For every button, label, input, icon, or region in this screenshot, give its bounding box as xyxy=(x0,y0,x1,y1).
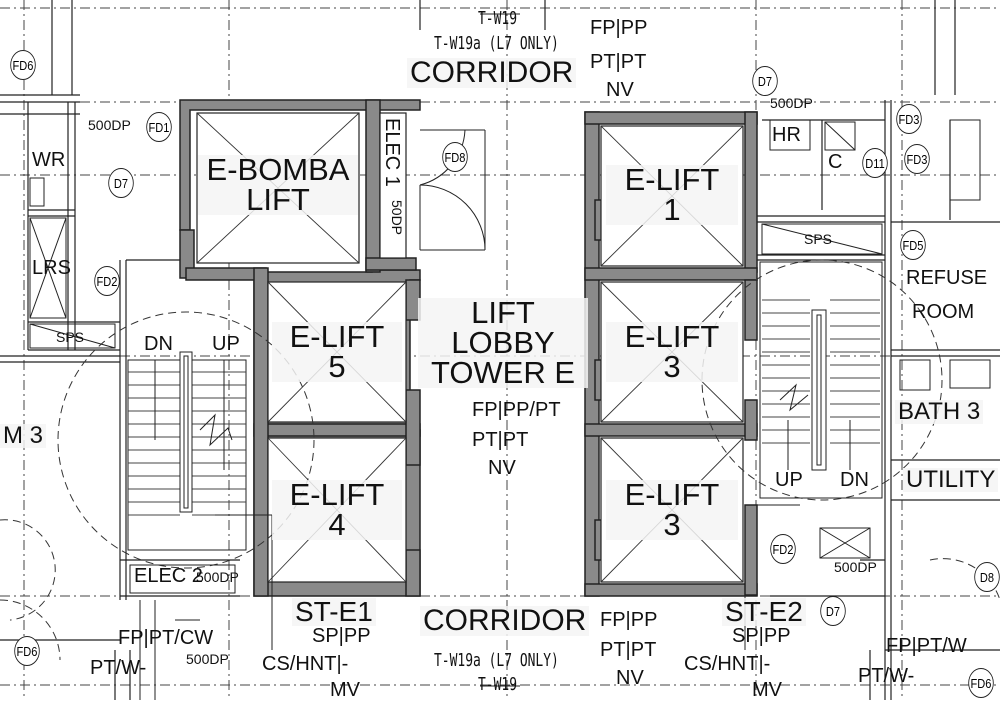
tag-d8: D8 xyxy=(974,562,1000,592)
lobby-line1: LIFT xyxy=(471,295,535,330)
e-lift-3a-line1: E-LIFT xyxy=(624,319,720,354)
refuse-room-label-1: REFUSE xyxy=(906,267,988,289)
sps-left-label: SPS xyxy=(56,329,85,345)
door-size-1: 500DP xyxy=(88,117,131,133)
e-lift-4-line1: E-LIFT xyxy=(289,477,385,512)
tag-fd3-b: FD3 xyxy=(904,144,930,174)
bomba-lift-line1: E-BOMBA xyxy=(206,152,350,187)
door-size-4: 500DP xyxy=(186,651,229,667)
st-e1-label: ST-E1 xyxy=(292,598,376,626)
st-e1-finish-3: MV xyxy=(330,679,360,701)
stair-left-up: UP xyxy=(212,333,240,355)
e-lift-5-line1: E-LIFT xyxy=(289,319,385,354)
lrs-label: LRS xyxy=(32,257,71,279)
st-e2-label: ST-E2 xyxy=(722,598,806,626)
tag-fd8: FD8 xyxy=(442,142,468,172)
stair-right-dn: DN xyxy=(840,469,869,491)
elec-2-size: 500DP xyxy=(196,569,239,585)
bomba-lift-label: E-BOMBA LIFT xyxy=(198,152,358,217)
lobby-finish-1: FP|PP/PT xyxy=(472,399,561,421)
st-e2-finish-1: SP|PP xyxy=(732,625,791,647)
e-lift-4-line2: 4 xyxy=(328,507,346,542)
bomba-lift-line2: LIFT xyxy=(246,182,310,217)
door-tag-bottom: T-W19 xyxy=(478,674,518,695)
corridor-bottom-finish-2: PT|PT xyxy=(600,639,657,661)
elec-1-label: ELEC 1 xyxy=(381,118,403,187)
tag-fd2-left: FD2 xyxy=(94,266,120,296)
stair-left-dn: DN xyxy=(144,333,173,355)
corridor-bottom-finish-3: NV xyxy=(616,667,644,689)
tag-d7-left: D7 xyxy=(108,168,134,198)
door-tag-top: T-W19 xyxy=(478,8,518,29)
tag-d11: D11 xyxy=(862,148,888,178)
e-lift-3a-label: E-LIFT 3 xyxy=(606,319,738,384)
lobby-finish-3: NV xyxy=(488,457,516,479)
hr-label: HR xyxy=(772,124,801,146)
tag-fd3-a: FD3 xyxy=(896,104,922,134)
refuse-room-label-2: ROOM xyxy=(912,301,975,323)
st-e1-finish-2: CS/HNT|- xyxy=(262,653,349,675)
right-bottom-finish-1: FP|PT/W xyxy=(886,635,967,657)
lobby-line2: LOBBY xyxy=(451,325,555,360)
corridor-top-label: CORRIDOR xyxy=(407,58,577,88)
tag-fd5: FD5 xyxy=(900,230,926,260)
tag-d7-top-right: D7 xyxy=(752,66,778,96)
corridor-bottom-label: CORRIDOR xyxy=(420,606,590,636)
e-lift-1-label: E-LIFT 1 xyxy=(606,162,738,227)
e-lift-5-label: E-LIFT 5 xyxy=(272,319,402,384)
tag-d7-bottom: D7 xyxy=(820,596,846,626)
stair-right xyxy=(759,261,883,499)
left-bottom-finish-2: PT/W- xyxy=(90,657,147,679)
lobby-finish-2: PT|PT xyxy=(472,429,529,451)
stair-right-up: UP xyxy=(775,469,803,491)
st-e2-finish-3: MV xyxy=(752,679,782,701)
lobby-line3: TOWER E xyxy=(430,355,576,390)
e-lift-4-label: E-LIFT 4 xyxy=(272,477,402,542)
stair-left xyxy=(127,351,247,551)
tag-fd6-bottom-left: FD6 xyxy=(14,636,40,666)
right-bottom-finish-2: PT/W- xyxy=(858,665,915,687)
e-lift-3a-line2: 3 xyxy=(663,349,681,384)
corridor-top-finish-2: PT|PT xyxy=(590,51,647,73)
st-e2-finish-2: CS/HNT|- xyxy=(684,653,771,675)
e-lift-1-line1: E-LIFT xyxy=(624,162,720,197)
st-e1-finish-1: SP|PP xyxy=(312,625,371,647)
fixtures xyxy=(29,119,991,594)
tag-fd6-top-left: FD6 xyxy=(10,50,36,80)
elec-door-swing xyxy=(419,129,486,251)
bath-label: BATH 3 xyxy=(895,400,984,424)
e-lift-3b-line1: E-LIFT xyxy=(624,477,720,512)
lift-lobby-label: LIFT LOBBY TOWER E xyxy=(418,295,588,390)
tag-fd2-right: FD2 xyxy=(770,534,796,564)
elec-1-size: 50DP xyxy=(389,200,405,236)
sps-right-label: SPS xyxy=(804,231,833,247)
door-note-bottom: T-W19a (L7 ONLY) xyxy=(434,650,559,671)
door-size-3: 500DP xyxy=(834,559,877,575)
corridor-top-finish-1: FP|PP xyxy=(590,17,648,39)
corridor-top-finish-3: NV xyxy=(606,79,634,101)
wr-label: WR xyxy=(32,149,66,171)
e-lift-3b-label: E-LIFT 3 xyxy=(606,477,738,542)
e-lift-3b-line2: 3 xyxy=(663,507,681,542)
utility-label: UTILITY xyxy=(903,468,999,492)
corridor-bottom-finish-1: FP|PP xyxy=(600,609,658,631)
e-lift-5-line2: 5 xyxy=(328,349,346,384)
elec-2-label: ELEC 2 xyxy=(134,565,203,587)
swing-arcs xyxy=(0,259,1000,661)
room-left-label: M 3 xyxy=(0,424,47,448)
c-label: C xyxy=(828,151,843,173)
e-lift-1-line2: 1 xyxy=(663,192,681,227)
left-bottom-finish-1: FP|PT/CW xyxy=(118,627,214,649)
tag-fd1: FD1 xyxy=(146,112,172,142)
door-note-top: T-W19a (L7 ONLY) xyxy=(434,33,559,54)
tag-fd6-bottom-right: FD6 xyxy=(968,668,994,698)
door-size-2: 500DP xyxy=(770,95,813,111)
